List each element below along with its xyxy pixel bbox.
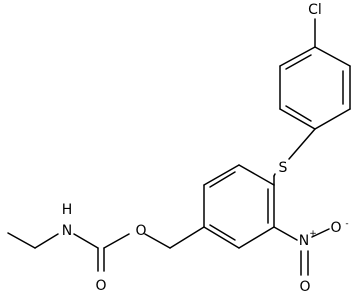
- nitro-nitrogen-label: N: [299, 233, 309, 249]
- nitro-positive-charge: +: [309, 229, 317, 239]
- bond: [203, 164, 240, 186]
- bond-n-o-single: [311, 228, 330, 238]
- nitro-oxygen-double-label: O: [299, 279, 310, 295]
- ester-oxygen-label: O: [135, 223, 146, 239]
- chlorophenyl-ring: [279, 46, 351, 130]
- nitro-oxygen-single-label: O: [330, 220, 341, 236]
- bond-c-n: [73, 233, 99, 249]
- bond-ring-ch2: [169, 226, 205, 249]
- bond-ch2-ch3: [7, 232, 36, 249]
- nitro-negative-charge: -: [345, 219, 348, 229]
- double-bond-inner: [285, 105, 312, 122]
- bond: [203, 226, 240, 249]
- bond: [238, 164, 275, 186]
- amide-hydrogen-label: H: [62, 202, 73, 218]
- bond: [279, 46, 316, 67]
- double-bond-inner: [285, 54, 312, 70]
- carbamate-chain: O O H N: [7, 202, 205, 294]
- bond-c-n: [273, 226, 298, 241]
- double-bond-inner: [209, 171, 236, 188]
- bond: [314, 46, 351, 67]
- amide-nitrogen-label: N: [62, 223, 72, 239]
- nitrobenzyl-ring: [203, 164, 275, 249]
- bond-o-c: [103, 233, 130, 249]
- chlorine-atom-label: Cl: [308, 2, 322, 18]
- bond: [314, 108, 351, 130]
- carbonyl-oxygen-label: O: [95, 278, 106, 294]
- bond-c-s: [288, 128, 316, 160]
- bond: [279, 108, 316, 130]
- double-bond-inner: [209, 224, 236, 241]
- bond-n-ch2: [34, 233, 59, 249]
- nitro-group: N + O - O: [273, 219, 349, 295]
- bond-ch2-o: [144, 233, 171, 249]
- sulfur-atom-label: S: [279, 160, 288, 176]
- bond: [238, 226, 275, 249]
